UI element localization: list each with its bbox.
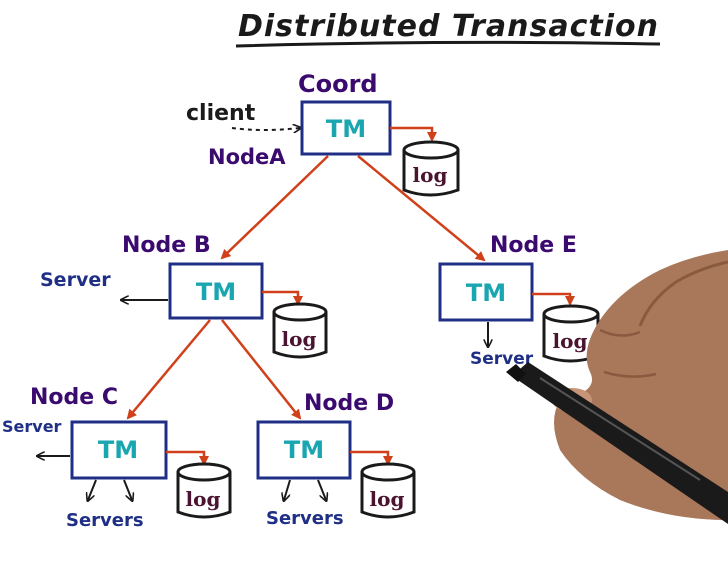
node-b-log-arrow [262,290,303,306]
arrow-b-to-c [126,319,211,420]
node-c-tm-box: TM [70,420,168,480]
node-c-servers-arrow-left [88,479,97,500]
node-d-servers-arrow-left [284,479,291,500]
title: Distributed Transaction [238,9,659,44]
node-a-log-cylinder: log [402,140,460,197]
node-d-tm-text: TM [284,436,324,464]
node-c-label: Node C [30,385,118,410]
client-arrow [231,128,300,130]
node-a-tm-box: TM [300,100,392,156]
node-d-label: Node D [304,391,394,416]
node-d-log-arrow [350,450,393,466]
node-d-servers-arrow-right [317,479,326,500]
node-e-label: Node E [490,233,577,258]
node-a-log-text: log [413,163,448,187]
node-a-label: NodeA [208,145,286,169]
node-c-tm-text: TM [98,436,138,464]
node-d-servers-label: Servers [266,508,344,529]
node-d-log-text: log [370,487,405,511]
node-c-servers-label: Servers [66,510,144,531]
node-b-log-cylinder: log [272,302,328,359]
node-e-server-label: Server [470,349,534,369]
node-c-log-text: log [186,487,221,511]
arrow-b-to-d [221,319,302,420]
node-c-servers-arrow-right [123,479,132,500]
node-e-log-text: log [553,329,588,353]
node-a-tm-text: TM [326,115,366,143]
arrow-a-to-b [220,155,329,260]
node-d-tm-box: TM [256,420,352,480]
coord-label: Coord [298,70,378,98]
node-e-tm-text: TM [466,279,506,307]
node-c-server-label: Server [2,417,62,436]
node-c-log-cylinder: log [176,462,232,519]
node-a-log-arrow [390,126,437,142]
node-c-log-arrow [166,450,209,466]
node-b-log-text: log [282,327,317,351]
hand-with-marker-image [506,250,728,524]
node-b-tm-box: TM [168,262,264,320]
node-e-tm-box: TM [438,262,534,322]
node-d-log-cylinder: log [360,462,416,519]
node-e-log-arrow [532,292,575,306]
client-label: client [186,101,256,126]
title-underline [235,40,661,48]
arrow-a-to-e [357,155,486,262]
node-b-server-label: Server [40,269,111,291]
node-b-label: Node B [122,233,211,258]
node-b-tm-text: TM [196,278,236,306]
node-e-log-cylinder: log [542,304,600,363]
